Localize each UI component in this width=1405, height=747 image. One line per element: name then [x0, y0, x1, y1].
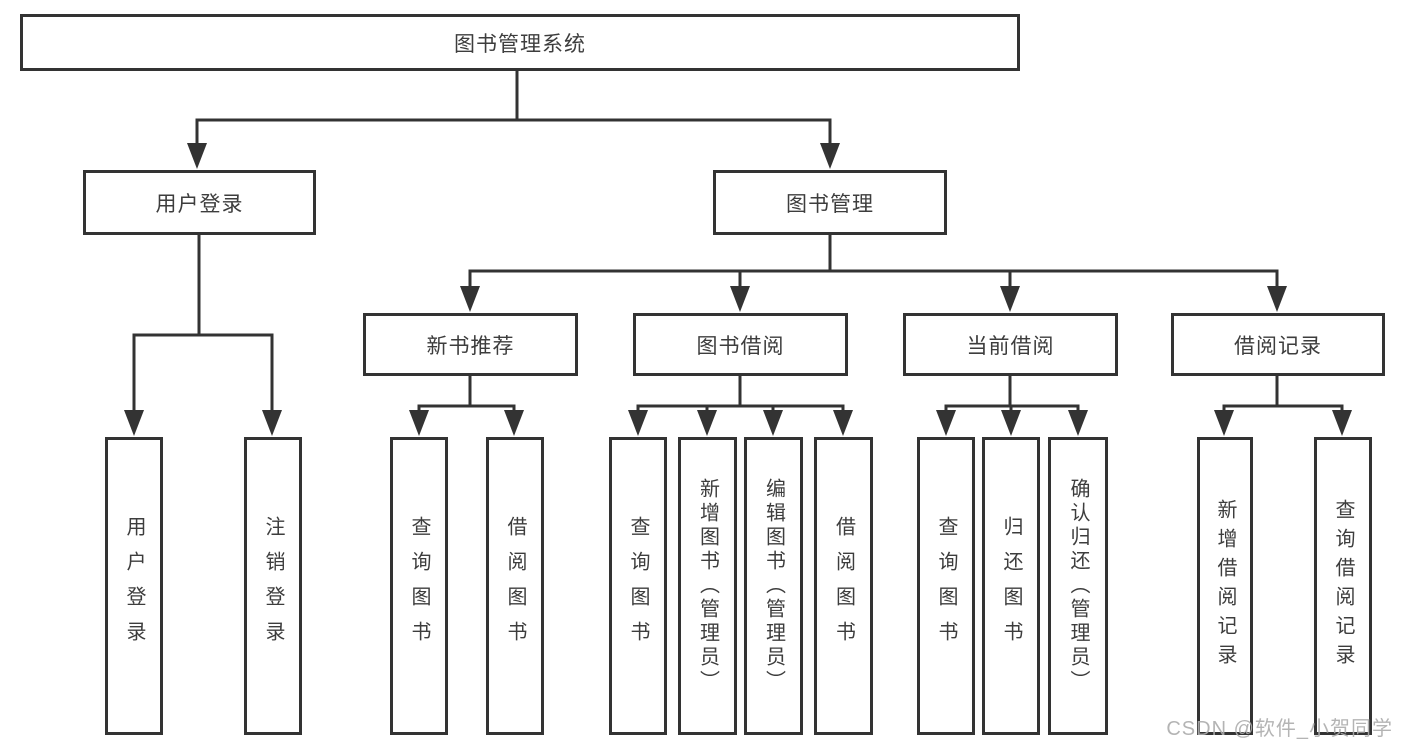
leaf-label: 注销登录 — [262, 516, 284, 656]
leaf-borrow-books-recommend: 借阅图书 — [486, 437, 544, 735]
arrowhead — [936, 410, 956, 436]
leaf-query-books-current: 查询图书 — [917, 437, 975, 735]
arrowhead — [833, 410, 853, 436]
leaf-label: 归还图书 — [1000, 516, 1022, 656]
node-label: 借阅记录 — [1234, 334, 1322, 358]
watermark: CSDN @软件_小贺同学 — [1166, 718, 1393, 740]
leaf-label: 新增图书（管理员） — [696, 478, 719, 694]
node-user-login: 用户登录 — [83, 170, 316, 235]
arrowhead — [262, 410, 282, 436]
node-label: 新书推荐 — [426, 334, 515, 358]
arrowhead — [460, 286, 480, 312]
leaf-return-books: 归还图书 — [982, 437, 1040, 735]
arrowhead — [187, 143, 207, 169]
node-label: 当前借阅 — [966, 334, 1055, 358]
connector-new-book-recommend — [417, 376, 516, 413]
leaf-logout: 注销登录 — [244, 437, 302, 735]
arrowhead — [697, 410, 717, 436]
arrowhead — [820, 143, 840, 169]
leaf-user-login: 用户登录 — [105, 437, 163, 735]
connector-user-login — [132, 235, 274, 411]
leaf-label: 查询借阅记录 — [1332, 499, 1354, 673]
leaf-query-books-recommend: 查询图书 — [390, 437, 448, 735]
arrowhead — [763, 410, 783, 436]
arrowhead — [1214, 410, 1234, 436]
node-label: 图书管理 — [786, 192, 874, 216]
arrowhead — [1001, 410, 1021, 436]
leaf-label: 查询图书 — [408, 516, 430, 656]
leaf-label: 编辑图书（管理员） — [762, 478, 785, 694]
node-library-management-system: 图书管理系统 — [20, 14, 1020, 71]
arrowhead — [124, 410, 144, 436]
leaf-label: 用户登录 — [123, 516, 145, 656]
node-label: 用户登录 — [155, 192, 244, 216]
node-label: 图书借阅 — [696, 334, 785, 358]
arrowhead — [1000, 286, 1020, 312]
arrowhead — [1068, 410, 1088, 436]
arrowhead — [628, 410, 648, 436]
leaf-add-borrow-record: 新增借阅记录 — [1197, 437, 1253, 735]
leaf-add-book-admin: 新增图书（管理员） — [678, 437, 737, 735]
connector-book-management — [468, 235, 1279, 288]
connector-book-borrow — [636, 376, 845, 413]
arrowheads — [124, 143, 1352, 436]
arrowhead — [1332, 410, 1352, 436]
node-book-borrow: 图书借阅 — [633, 313, 848, 376]
connector-borrow-records — [1222, 376, 1344, 413]
leaf-label: 借阅图书 — [504, 516, 526, 656]
leaf-query-borrow-record: 查询借阅记录 — [1314, 437, 1372, 735]
node-new-book-recommend: 新书推荐 — [363, 313, 578, 376]
leaf-label: 新增借阅记录 — [1214, 499, 1236, 673]
leaf-query-books-borrow: 查询图书 — [609, 437, 667, 735]
node-borrow-records: 借阅记录 — [1171, 313, 1385, 376]
leaf-confirm-return-admin: 确认归还（管理员） — [1048, 437, 1108, 735]
arrowhead — [504, 410, 524, 436]
leaf-label: 查询图书 — [935, 516, 957, 656]
connector-current-borrow — [944, 376, 1080, 413]
connector-root — [195, 71, 832, 145]
arrowhead — [409, 410, 429, 436]
node-label: 图书管理系统 — [454, 32, 586, 56]
arrowhead — [730, 286, 750, 312]
leaf-borrow-books: 借阅图书 — [814, 437, 873, 735]
leaf-label: 借阅图书 — [832, 516, 855, 656]
leaf-label: 确认归还（管理员） — [1067, 478, 1089, 694]
node-book-management: 图书管理 — [713, 170, 947, 235]
leaf-label: 查询图书 — [627, 516, 649, 656]
leaf-edit-book-admin: 编辑图书（管理员） — [744, 437, 803, 735]
node-current-borrow: 当前借阅 — [903, 313, 1118, 376]
arrowhead — [1267, 286, 1287, 312]
